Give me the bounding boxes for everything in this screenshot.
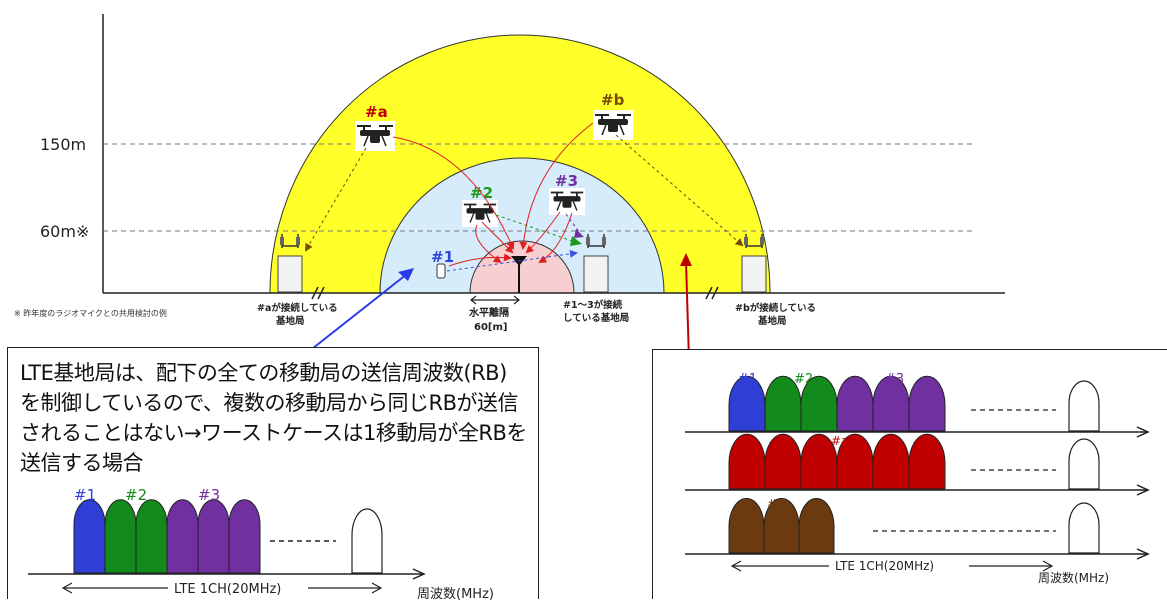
base-station-center-label-line1: #1～3が接続 [563, 299, 623, 311]
right-label-3: #3 [885, 372, 904, 387]
link-3-arrowhead [574, 229, 584, 238]
right-row2-resource-block-3 [800, 433, 838, 490]
right-row2-resource-block-2 [764, 433, 802, 490]
ground-break-left [311, 286, 325, 300]
right-axis-label: 周波数(MHz) [1038, 570, 1109, 585]
left-label-2: #2 [125, 486, 147, 504]
left-label-1: #1 [74, 486, 96, 504]
right-row3-resource-block-3 [798, 498, 835, 554]
callout-pointer-red-head [680, 253, 692, 266]
right-axis-row3-head [1136, 548, 1150, 560]
ground-break-right [705, 286, 719, 300]
right-row2-resource-block-1 [728, 433, 766, 490]
right-row1-resource-block-6 [908, 375, 946, 432]
callout-right: #1 #2 #3 #a #b LTE 1CH(20MHz) 周波数(MHz) [652, 349, 1167, 599]
left-bandwidth-arrow-right [371, 582, 383, 594]
footnote: ※ 昨年度のラジオマイクとの共用検討の例 [14, 308, 167, 318]
left-resource-block-2 [104, 499, 137, 574]
right-row3-resource-block-2 [763, 498, 800, 554]
right-row1-resource-block-1 [728, 375, 766, 432]
right-row1-resource-block-2 [764, 375, 802, 432]
left-label-3: #3 [198, 486, 220, 504]
callout-pointer-blue [302, 273, 408, 357]
right-axis-row2-head [1136, 484, 1150, 496]
base-station-a-label-line1: #aが接続している [257, 302, 338, 314]
callout-left-text: LTE基地局は、配下の全ての移動局の送信周波数(RB) を制御しているので、複数… [20, 361, 527, 475]
device-1-label: #1 [431, 248, 454, 266]
drone-3-label: #3 [555, 172, 578, 190]
left-resource-block-1 [73, 499, 106, 574]
right-row2-resource-block-5 [872, 433, 910, 490]
altitude-150-label: 150m [40, 135, 86, 154]
link-1-arrow [446, 249, 578, 272]
drone-a-icon [355, 121, 395, 151]
separation-arrow [470, 295, 520, 305]
right-label-b: #b [767, 497, 785, 511]
right-row2-resource-block-4 [836, 433, 874, 490]
left-bandwidth-label: LTE 1CH(20MHz) [174, 582, 281, 597]
right-label-2: #2 [794, 372, 813, 387]
left-resource-block-3 [135, 499, 168, 574]
base-station-a-label-line2: 基地局 [275, 315, 305, 327]
mobile-device-1-icon [436, 263, 446, 279]
drone-3-icon [549, 188, 585, 215]
right-row1-resource-block-5 [872, 375, 910, 432]
right-row1-resource-block-4 [836, 375, 874, 432]
drone-a-label: #a [365, 103, 388, 121]
separation-label-line2: 60[m] [474, 322, 507, 333]
link-2-arrow [495, 214, 579, 244]
left-bandwidth-arrow-left [61, 582, 73, 594]
separation-label-line1: 水平離隔 [468, 306, 509, 319]
left-resource-block-4 [166, 499, 199, 574]
left-axis-label: 周波数(MHz) [417, 587, 494, 600]
left-empty-rb [351, 508, 383, 574]
base-station-b-label-line2: 基地局 [757, 315, 787, 327]
right-bandwidth-label-bg [829, 558, 969, 574]
right-row1-resource-block-3 [800, 375, 838, 432]
callout-right-spectrum: #1 #2 #3 #a #b LTE 1CH(20MHz) 周波数(MHz) [685, 372, 1150, 585]
drone-b-label: #b [601, 91, 625, 109]
left-axis-arrowhead [412, 568, 426, 580]
base-station-center-label-line2: している基地局 [563, 312, 629, 324]
altitude-60-label: 60m※ [40, 222, 89, 241]
callout-left: LTE基地局は、配下の全ての移動局の送信周波数(RB) を制御しているので、複数… [7, 347, 539, 600]
right-label-1: #1 [738, 372, 757, 387]
left-resource-block-5 [197, 499, 230, 574]
right-bandwidth-arrow-left [730, 560, 742, 572]
right-empty-rb-row2 [1068, 438, 1100, 490]
link-b-arrow [615, 134, 744, 247]
right-label-a: #a [831, 434, 848, 448]
link-a-arrow [304, 147, 367, 252]
right-bandwidth-label: LTE 1CH(20MHz) [835, 559, 934, 573]
right-empty-rb-row3 [1068, 502, 1100, 554]
callout-left-spectrum: #1 #2 #3 LTE 1CH(20MHz) 周波数(MHz) [28, 486, 494, 600]
interference-arrows [392, 122, 594, 267]
left-bandwidth-label-bg [168, 580, 308, 596]
link-2-arrowhead [570, 236, 582, 246]
drone-b-icon [593, 110, 633, 140]
inner-zone [469, 240, 575, 294]
link-3-arrow [565, 213, 581, 234]
right-row3-resource-block-1 [728, 498, 765, 554]
right-empty-rb-row1 [1068, 380, 1100, 432]
base-station-b-label-line1: #bが接続している [735, 302, 816, 314]
right-bandwidth-arrow-right [1042, 560, 1054, 572]
callout-pointer-red [685, 261, 690, 361]
right-row2-resource-block-6 [908, 433, 946, 490]
right-axis-row1-head [1136, 426, 1150, 438]
left-resource-block-6 [228, 499, 261, 574]
callout-pointer-blue-head [398, 268, 414, 281]
drone-2-icon [462, 200, 498, 227]
